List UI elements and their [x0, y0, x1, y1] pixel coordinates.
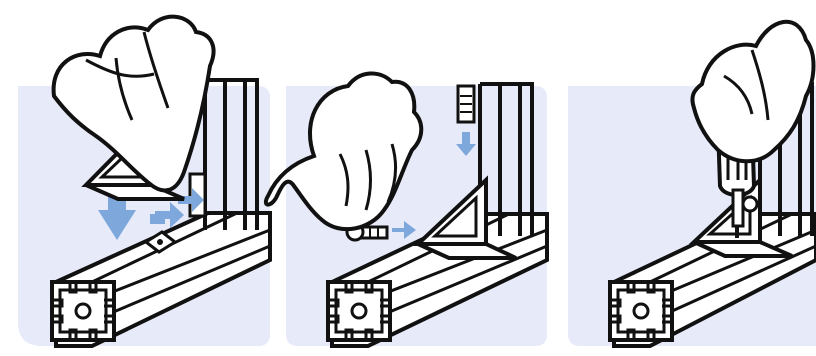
screw-icon-vertical — [458, 86, 474, 122]
